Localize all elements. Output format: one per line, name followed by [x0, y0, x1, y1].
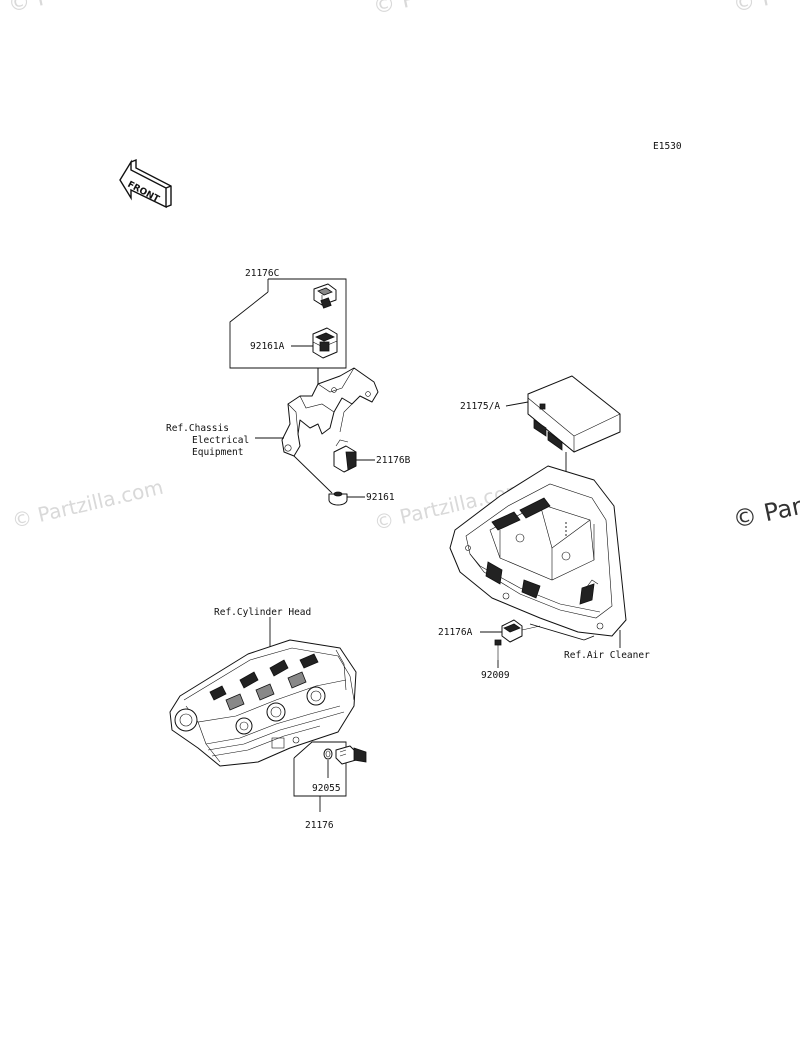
- label-21176b: 21176B: [376, 455, 411, 466]
- grommet-92161: [328, 491, 348, 506]
- chassis-bracket: [281, 367, 379, 457]
- group-box-21176: [293, 741, 347, 797]
- air-cleaner-housing: [449, 465, 627, 637]
- label-21176: 21176: [305, 820, 334, 831]
- bolt-92009: [494, 639, 502, 660]
- watermark-top-mid: © P: [371, 0, 418, 20]
- label-ref-chassis-2: Electrical: [192, 435, 249, 446]
- cylinder-head: [169, 639, 357, 767]
- group-box-21176c: [229, 278, 347, 369]
- connector-21176c: [313, 283, 337, 309]
- front-arrow-icon: FRONT: [119, 158, 172, 209]
- oring-92055: [323, 748, 333, 760]
- label-ref-chassis-1: Ref.Chassis: [166, 423, 229, 434]
- watermark-mid-left: © Partzilla.com: [10, 475, 166, 533]
- label-ref-air-cleaner: Ref.Air Cleaner: [564, 650, 650, 661]
- diagram-code: E1530: [653, 141, 682, 152]
- label-92009: 92009: [481, 670, 510, 681]
- label-ref-cylinder-head: Ref.Cylinder Head: [214, 607, 311, 618]
- grommet-92161a: [312, 327, 338, 359]
- sensor-21176b: [333, 439, 357, 473]
- label-92161: 92161: [366, 492, 395, 503]
- watermark-top-right: © P: [731, 0, 778, 18]
- ecu-21175a: [527, 375, 621, 453]
- sensor-21176a: [501, 619, 541, 643]
- label-92161a: 92161A: [250, 341, 285, 352]
- label-21176c: 21176C: [245, 268, 279, 279]
- watermark-top-left: © P: [6, 0, 53, 18]
- watermark-mid-right: © Par: [730, 492, 800, 534]
- label-92055: 92055: [312, 783, 341, 794]
- label-21176a: 21176A: [438, 627, 473, 638]
- label-21175a: 21175/A: [460, 401, 500, 412]
- sensor-21176: [335, 745, 367, 765]
- label-ref-chassis-3: Equipment: [192, 447, 243, 458]
